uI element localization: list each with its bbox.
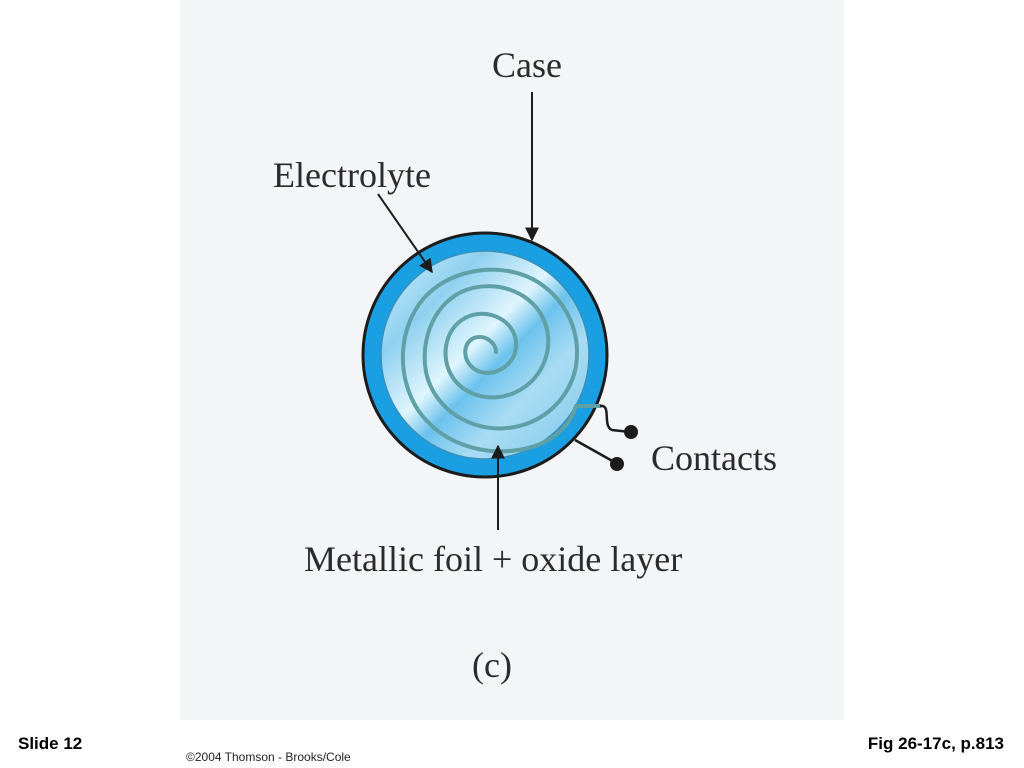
contact-wire-upper — [599, 404, 631, 434]
metallic-foil-label: Metallic foil + oxide layer — [304, 539, 683, 579]
contacts-label: Contacts — [651, 438, 777, 478]
slide-number: Slide 12 — [18, 734, 83, 753]
contact-wire-lower — [574, 438, 617, 465]
contact-terminal-upper — [624, 425, 638, 439]
metallic-foil-spiral — [401, 267, 602, 454]
panel-label: (c) — [472, 645, 512, 685]
figure-reference: Fig 26-17c, p.813 — [867, 734, 1004, 753]
electrolyte-label: Electrolyte — [273, 155, 431, 195]
electrolyte-core — [380, 250, 590, 460]
electrolyte-arrow — [377, 193, 433, 274]
case-label: Case — [492, 45, 562, 85]
contact-terminal-lower — [610, 457, 624, 471]
copyright-notice: ©2004 Thomson - Brooks/Cole — [186, 750, 351, 764]
